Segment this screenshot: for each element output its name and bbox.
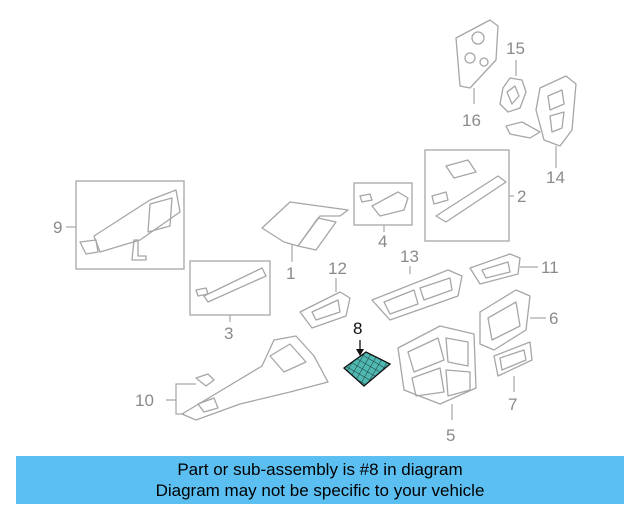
banner-line-2: Diagram may not be specific to your vehi… bbox=[155, 481, 485, 500]
part-15-knob bbox=[499, 60, 527, 113]
part-12-vent bbox=[299, 278, 351, 329]
part-7-bracket bbox=[493, 341, 533, 392]
part-1-trim bbox=[261, 201, 349, 262]
part-8-mat bbox=[342, 340, 392, 387]
callout-4: 4 bbox=[378, 232, 387, 251]
callout-15: 15 bbox=[506, 39, 525, 58]
callout-5: 5 bbox=[446, 426, 455, 445]
part-2-group bbox=[424, 149, 514, 242]
info-banner: Part or sub-assembly is #8 in diagram Di… bbox=[16, 456, 624, 504]
callout-3: 3 bbox=[224, 324, 233, 343]
parts-diagram: 16 15 14 9 1 4 bbox=[53, 19, 577, 445]
callout-8: 8 bbox=[353, 319, 362, 338]
callout-12: 12 bbox=[328, 259, 347, 278]
part-3-group bbox=[189, 260, 271, 322]
part-11-vent bbox=[469, 253, 538, 285]
callout-6: 6 bbox=[549, 309, 558, 328]
callout-10: 10 bbox=[135, 391, 154, 410]
callout-7: 7 bbox=[508, 395, 517, 414]
part-10-side-trim bbox=[166, 335, 329, 421]
callout-14: 14 bbox=[546, 168, 565, 187]
callout-2: 2 bbox=[517, 187, 526, 206]
callout-16: 16 bbox=[462, 111, 481, 130]
part-5-console bbox=[397, 325, 477, 420]
part-6-panel bbox=[479, 289, 546, 351]
part-13-vent bbox=[371, 266, 463, 321]
part-14-bezel bbox=[505, 75, 577, 168]
callout-13: 13 bbox=[400, 247, 419, 266]
banner-line-1: Part or sub-assembly is #8 in diagram bbox=[177, 460, 463, 479]
callout-11: 11 bbox=[541, 258, 559, 277]
callout-1: 1 bbox=[286, 264, 295, 283]
part-16-panel bbox=[455, 19, 499, 104]
part-9-group bbox=[66, 180, 185, 270]
callout-9: 9 bbox=[53, 218, 62, 237]
part-4-group bbox=[353, 182, 413, 232]
